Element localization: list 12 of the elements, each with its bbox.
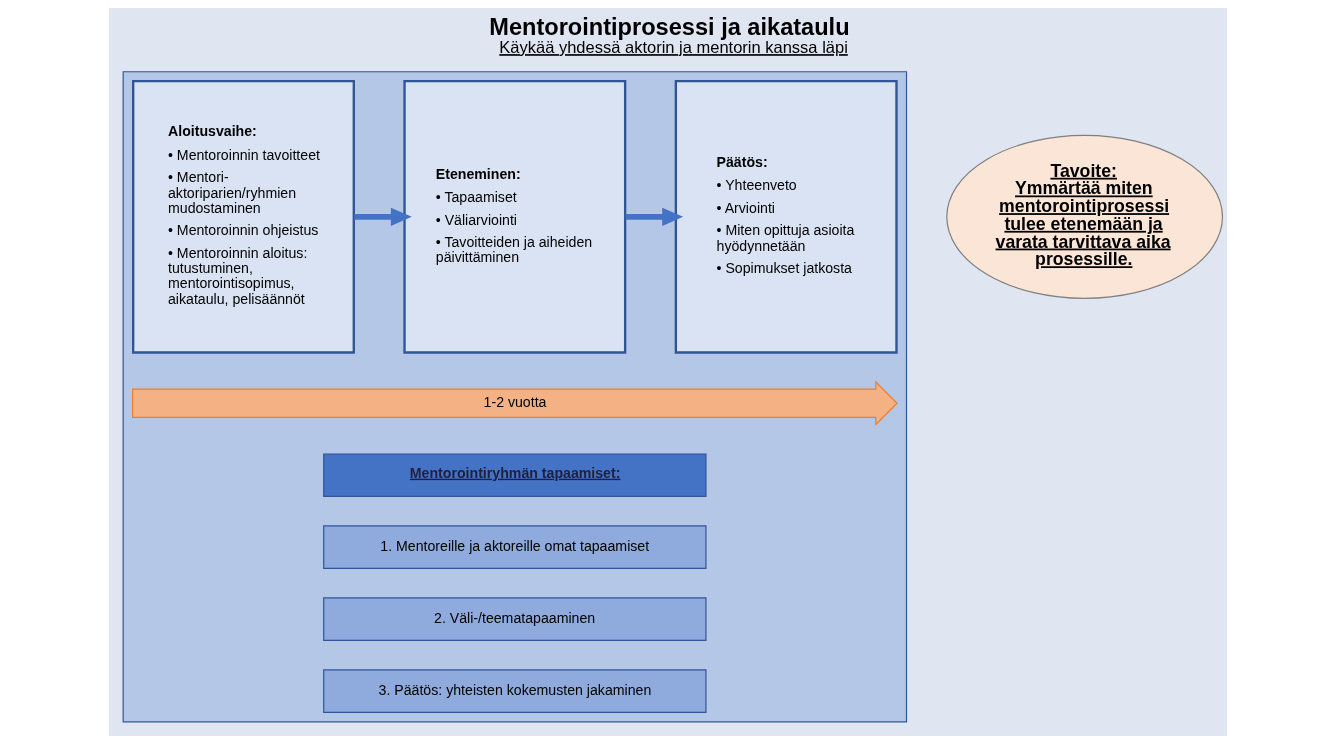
cluster	[122, 71, 907, 723]
node-ellipse: Tavoite: Ymmärtää miten mentorointiprosessi tulee etenemään ja varata tarvittava aika prosessille.	[945, 134, 1223, 299]
node-box: Mentorointiryhmän tapaamiset:	[322, 453, 707, 498]
diagram-title: Mentorointiprosessi ja aikataulu	[488, 14, 850, 41]
node-box: Päätös: • Yhteenveto • Arviointi • Miten opittuja asioita hyödynnetään • Sopimukset jatkosta	[674, 80, 898, 354]
node-box: 2. Väli-/teematapaaminen	[322, 597, 707, 641]
arrow	[353, 207, 412, 227]
node-box: 1. Mentoreille ja aktoreille omat tapaamiset	[322, 525, 707, 569]
node-box: Eteneminen: • Tapaamiset • Väliarviointi • Tavoitteiden ja aiheiden päivittäminen	[402, 80, 626, 354]
node-box: 3. Päätös: yhteisten kokemusten jakaminen	[322, 669, 707, 713]
node-box: Aloitusvaihe: • Mentoroinnin tavoitteet • Mentori-aktoriparien/ryhmien mudostaminen • Mentoroinnin ohjeistus • Mentoroinnin aloitus: tutustuminen, mentorointisopimus, aikataulu, pelisäännöt	[131, 80, 355, 354]
arrow	[625, 207, 683, 227]
